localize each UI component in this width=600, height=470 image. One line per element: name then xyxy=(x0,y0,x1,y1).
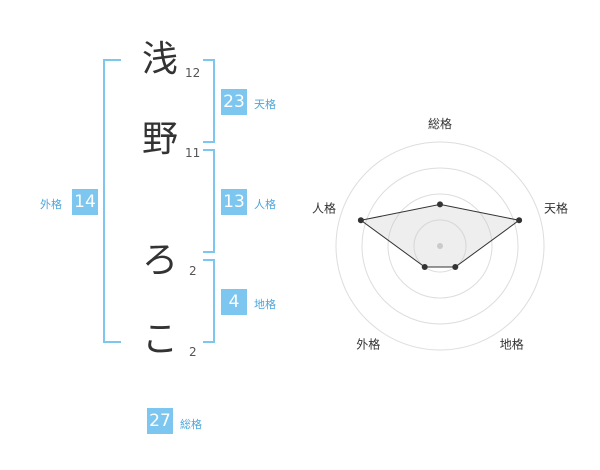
radar-axis-label: 外格 xyxy=(356,337,380,352)
radar-point xyxy=(452,264,459,271)
radar-area xyxy=(359,203,521,268)
gaikaku-label: 外格 xyxy=(40,198,62,211)
gaikaku-badge: 14 xyxy=(72,189,98,215)
stroke-count-1: 12 xyxy=(185,66,201,80)
chikaku-label: 地格 xyxy=(254,298,276,311)
gaikaku-bracket xyxy=(103,59,121,343)
radar-point xyxy=(516,217,523,224)
radar-point xyxy=(437,201,443,208)
radar-point xyxy=(421,264,428,271)
tenkaku-bracket xyxy=(203,59,215,143)
radar-axis-label: 地格 xyxy=(500,337,524,352)
jinkaku-label: 人格 xyxy=(254,198,276,211)
stroke-count-4: 2 xyxy=(189,345,197,359)
radar-axis-label: 天格 xyxy=(544,200,568,215)
radar-axis-label: 総格 xyxy=(428,116,452,131)
name-char-4: こ xyxy=(142,319,179,360)
soukaku-label: 総格 xyxy=(180,418,202,431)
radar-axis-label: 人格 xyxy=(312,200,336,215)
tenkaku-label: 天格 xyxy=(254,98,276,111)
radar-center xyxy=(437,243,443,249)
chikaku-badge: 4 xyxy=(221,289,247,315)
name-char-1: 浅 xyxy=(142,39,179,80)
name-char-3: ろ xyxy=(142,240,179,281)
chikaku-bracket xyxy=(203,259,215,343)
radar-ring xyxy=(413,219,467,273)
tenkaku-badge: 23 xyxy=(221,89,247,115)
stroke-count-2: 11 xyxy=(185,146,201,160)
jinkaku-bracket xyxy=(203,149,215,253)
name-char-2: 野 xyxy=(142,119,179,160)
stroke-count-3: 2 xyxy=(189,264,197,278)
radar-ring xyxy=(361,167,519,325)
radar-ring xyxy=(335,141,545,351)
jinkaku-badge: 13 xyxy=(221,189,247,215)
radar-ring xyxy=(387,193,493,299)
soukaku-badge: 27 xyxy=(147,408,173,434)
radar-point xyxy=(357,217,364,224)
